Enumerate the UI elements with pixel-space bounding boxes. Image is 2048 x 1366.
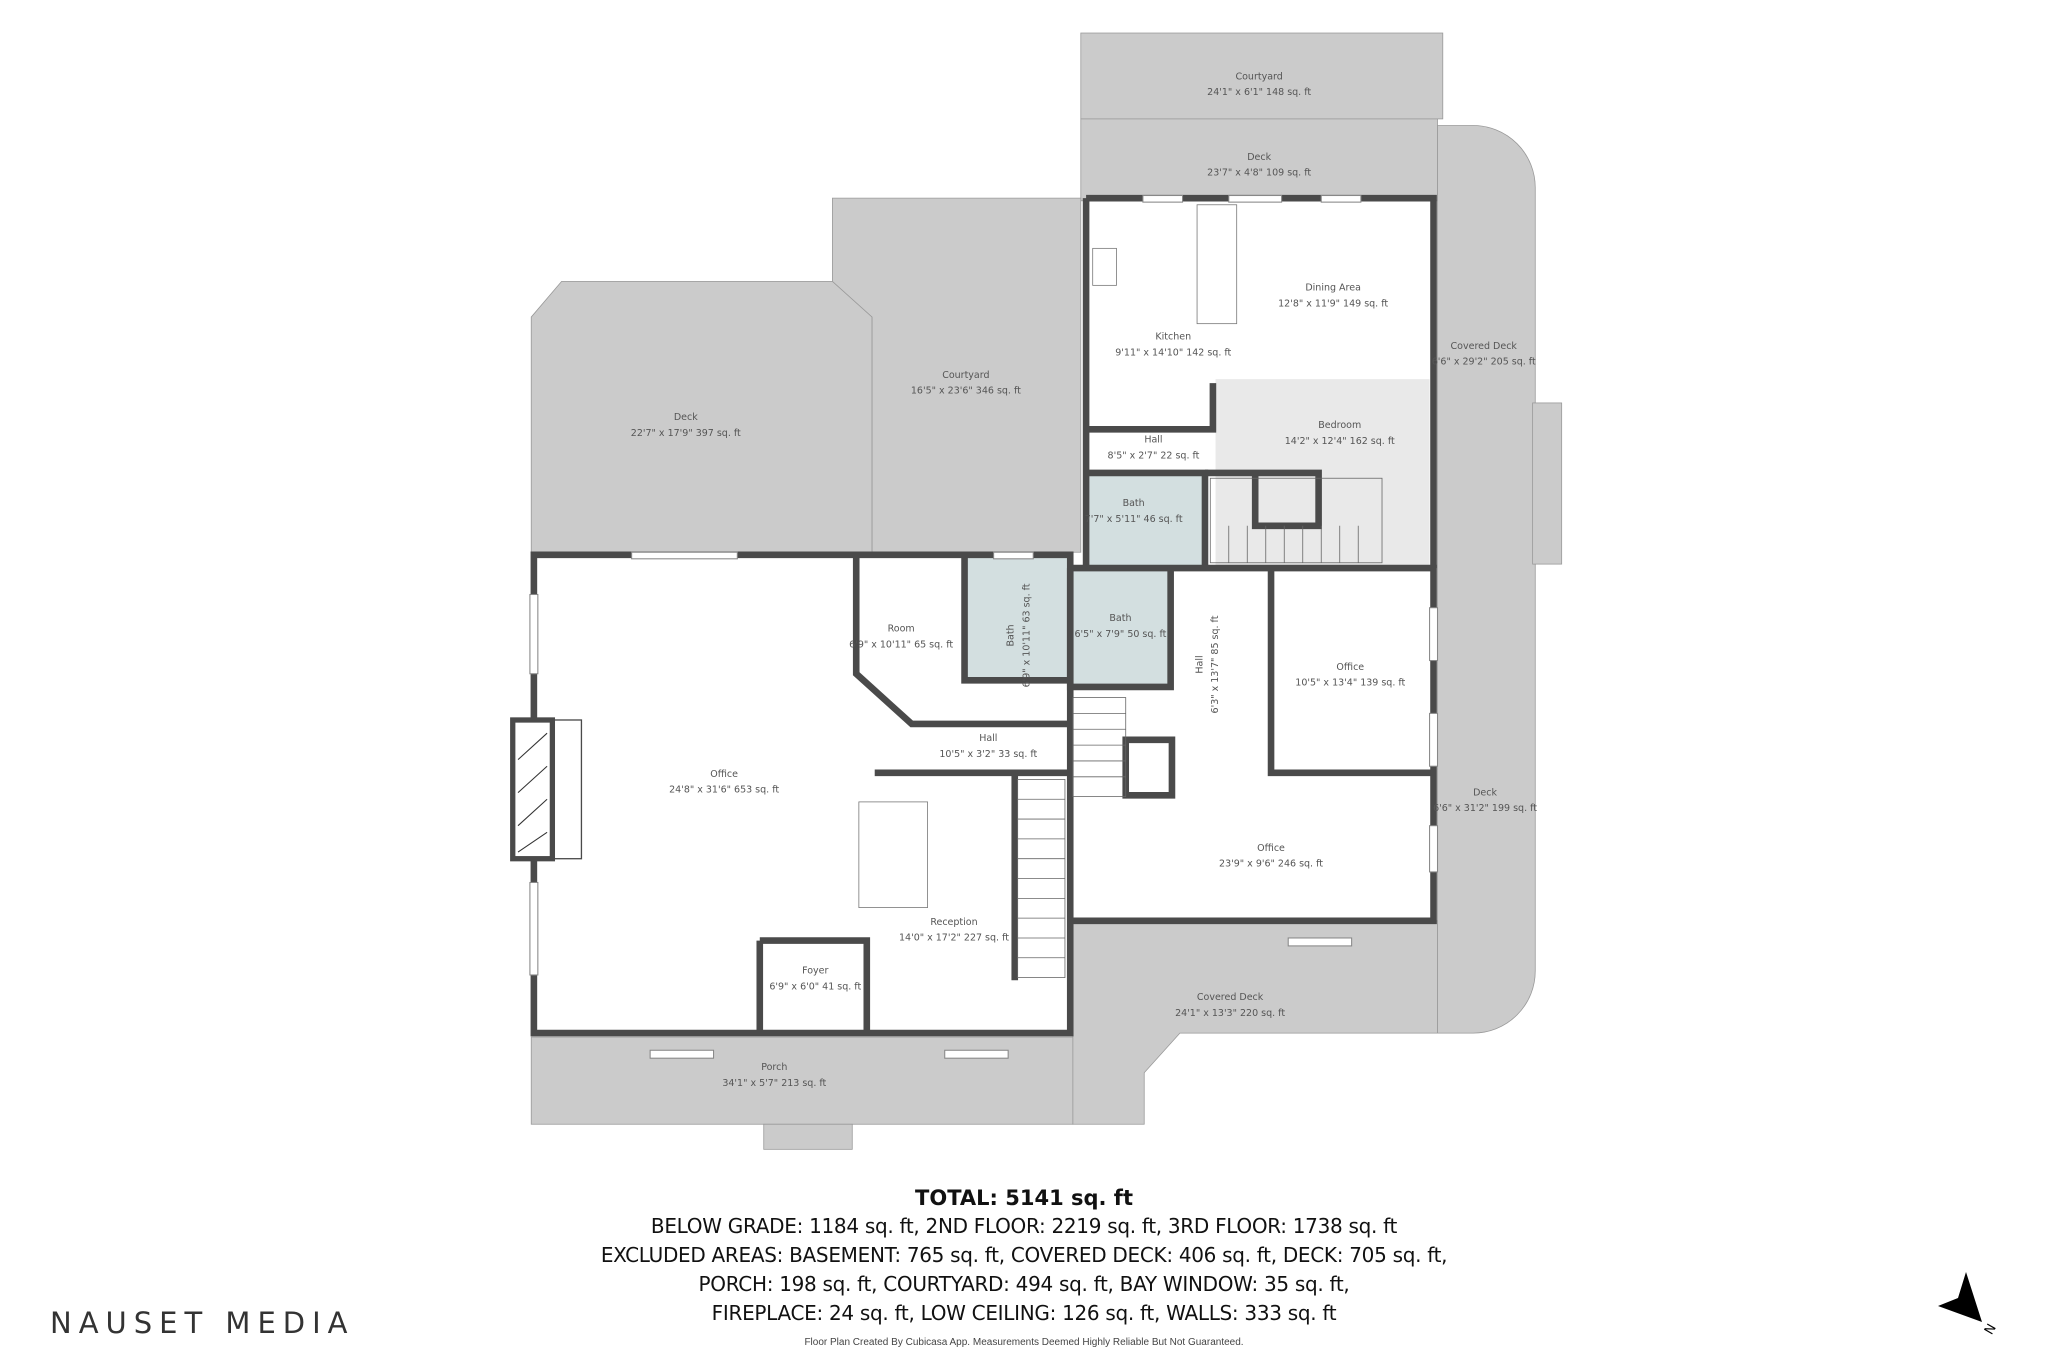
room-name: Courtyard (942, 370, 989, 381)
room-dimensions: 6'5" x 7'9" 50 sq. ft (1075, 629, 1167, 640)
room-dimensions: 6'9" x 10'11" 63 sq. ft (1021, 583, 1032, 687)
deck-top (1080, 118, 1438, 202)
room-dimensions: 9'11" x 14'10" 142 sq. ft (1115, 347, 1231, 358)
room-label: Deck 6'6" x 31'2" 199 sq. ft (1433, 787, 1537, 814)
room-label: Bedroom 14'2" x 12'4" 162 sq. ft (1285, 420, 1395, 447)
room-label: Bath 7'7" x 5'11" 46 sq. ft (1085, 498, 1183, 525)
summary-line: BELOW GRADE: 1184 sq. ft, 2ND FLOOR: 221… (650, 1214, 1398, 1238)
room-label: Office 24'8" x 31'6" 653 sq. ft (669, 769, 779, 796)
room-label: Deck 23'7" x 4'8" 109 sq. ft (1207, 152, 1311, 179)
room-name: Bath (1109, 613, 1131, 624)
room-dimensions: 6'9" x 10'11" 65 sq. ft (849, 639, 953, 650)
room-name: Hall (1194, 655, 1205, 673)
area-summary: TOTAL: 5141 sq. ft BELOW GRADE: 1184 sq.… (0, 1184, 2048, 1328)
room-name: Bath (1123, 498, 1145, 509)
room-name: Kitchen (1155, 332, 1191, 343)
room-name: Hall (1144, 435, 1162, 446)
room-name: Covered Deck (1451, 341, 1518, 352)
room-dimensions: 24'1" x 13'3" 220 sq. ft (1175, 1008, 1285, 1019)
interior-floors (533, 198, 1434, 1034)
room-dimensions: 23'9" x 9'6" 246 sq. ft (1219, 859, 1323, 870)
room-name: Bedroom (1318, 420, 1361, 431)
room-dimensions: 6'3" x 13'7" 85 sq. ft (1210, 615, 1221, 713)
logo: NAUSET MEDIA (50, 1306, 355, 1340)
room-dimensions: 10'5" x 13'4" 139 sq. ft (1295, 678, 1405, 689)
room-dimensions: 24'8" x 31'6" 653 sq. ft (669, 785, 779, 796)
deck-left (530, 280, 873, 553)
room-label: Foyer 6'9" x 6'0" 41 sq. ft (769, 966, 861, 993)
room-label: Covered Deck 6'6" x 29'2" 205 sq. ft (1432, 341, 1536, 368)
stairs (1016, 477, 1383, 978)
room-name: Office (1336, 662, 1364, 673)
room-name: Deck (1473, 787, 1497, 798)
room-dimensions: 6'6" x 31'2" 199 sq. ft (1433, 803, 1537, 814)
deck-right (1437, 125, 1536, 1034)
total-area: TOTAL: 5141 sq. ft (915, 1186, 1133, 1210)
room-label: Kitchen 9'11" x 14'10" 142 sq. ft (1115, 332, 1231, 359)
room-label: Reception 14'0" x 17'2" 227 sq. ft (899, 917, 1009, 944)
room-dimensions: 12'8" x 11'9" 149 sq. ft (1278, 298, 1388, 309)
room-dimensions: 16'5" x 23'6" 346 sq. ft (911, 386, 1021, 397)
room-name: Room (888, 623, 915, 634)
room-name: Courtyard (1235, 71, 1282, 82)
room-dimensions: 7'7" x 5'11" 46 sq. ft (1085, 514, 1183, 525)
room-label: Bath 6'9" x 10'11" 63 sq. ft (1005, 583, 1032, 687)
room-name: Covered Deck (1197, 992, 1264, 1003)
room-label: Courtyard 24'1" x 6'1" 148 sq. ft (1207, 71, 1311, 98)
room-name: Bath (1005, 624, 1016, 646)
room-label: Bath 6'5" x 7'9" 50 sq. ft (1075, 613, 1167, 640)
room-name: Porch (761, 1062, 787, 1073)
room-dimensions: 14'0" x 17'2" 227 sq. ft (899, 933, 1009, 944)
room-label: Hall 8'5" x 2'7" 22 sq. ft (1108, 435, 1200, 462)
windows (529, 194, 1439, 1059)
kitchen-fixtures (858, 204, 1238, 908)
room-dimensions: 6'6" x 29'2" 205 sq. ft (1432, 357, 1536, 368)
room-label: Courtyard 16'5" x 23'6" 346 sq. ft (911, 370, 1021, 397)
room-label: Hall 10'5" x 3'2" 33 sq. ft (939, 733, 1037, 760)
room-labels: Courtyard 24'1" x 6'1" 148 sq. ft Deck 23'7… (631, 71, 1537, 1089)
covered-deck-bottom (1072, 920, 1438, 1125)
room-dimensions: 24'1" x 6'1" 148 sq. ft (1207, 87, 1311, 98)
room-name: Office (710, 769, 738, 780)
summary-line: PORCH: 198 sq. ft, COURTYARD: 494 sq. ft… (698, 1272, 1350, 1296)
room-label: Room 6'9" x 10'11" 65 sq. ft (849, 623, 953, 650)
side-steps (1532, 402, 1563, 565)
room-label: Office 10'5" x 13'4" 139 sq. ft (1295, 662, 1405, 689)
room-label: Dining Area 12'8" x 11'9" 149 sq. ft (1278, 283, 1388, 310)
room-label: Hall 6'3" x 13'7" 85 sq. ft (1194, 615, 1221, 713)
room-dimensions: 23'7" x 4'8" 109 sq. ft (1207, 168, 1311, 179)
room-name: Dining Area (1305, 283, 1361, 294)
north-arrow-icon: N (1938, 1272, 2000, 1338)
room-name: Reception (930, 917, 977, 928)
walls (530, 194, 1437, 1037)
room-name: Foyer (802, 966, 828, 977)
room-dimensions: 6'9" x 6'0" 41 sq. ft (769, 981, 861, 992)
room-dimensions: 10'5" x 3'2" 33 sq. ft (939, 749, 1037, 760)
room-name: Deck (1247, 152, 1271, 163)
room-name: Office (1257, 843, 1285, 854)
room-dimensions: 22'7" x 17'9" 397 sq. ft (631, 428, 741, 439)
bath-1 (1088, 472, 1205, 566)
bath-2 (964, 557, 1068, 681)
room-dimensions: 8'5" x 2'7" 22 sq. ft (1108, 450, 1200, 461)
room-label: Porch 34'1" x 5'7" 213 sq. ft (722, 1062, 826, 1089)
fireplace (510, 717, 583, 862)
disclaimer: Floor Plan Created By Cubicasa App. Meas… (804, 1337, 1244, 1348)
north-label: N (1982, 1322, 2000, 1338)
bath-3 (1070, 568, 1171, 687)
room-label: Deck 22'7" x 17'9" 397 sq. ft (631, 412, 741, 439)
room-dimensions: 14'2" x 12'4" 162 sq. ft (1285, 436, 1395, 447)
room-label: Office 23'9" x 9'6" 246 sq. ft (1219, 843, 1323, 870)
room-name: Deck (674, 412, 698, 423)
summary-line: FIREPLACE: 24 sq. ft, LOW CEILING: 126 s… (711, 1301, 1337, 1325)
summary-line: EXCLUDED AREAS: BASEMENT: 765 sq. ft, CO… (600, 1243, 1448, 1267)
room-label: Covered Deck 24'1" x 13'3" 220 sq. ft (1175, 992, 1285, 1019)
room-dimensions: 34'1" x 5'7" 213 sq. ft (722, 1078, 826, 1089)
room-name: Hall (979, 733, 997, 744)
exterior-areas (530, 32, 1563, 1150)
porch-steps (763, 1123, 853, 1150)
courtyard-top (1080, 32, 1444, 120)
